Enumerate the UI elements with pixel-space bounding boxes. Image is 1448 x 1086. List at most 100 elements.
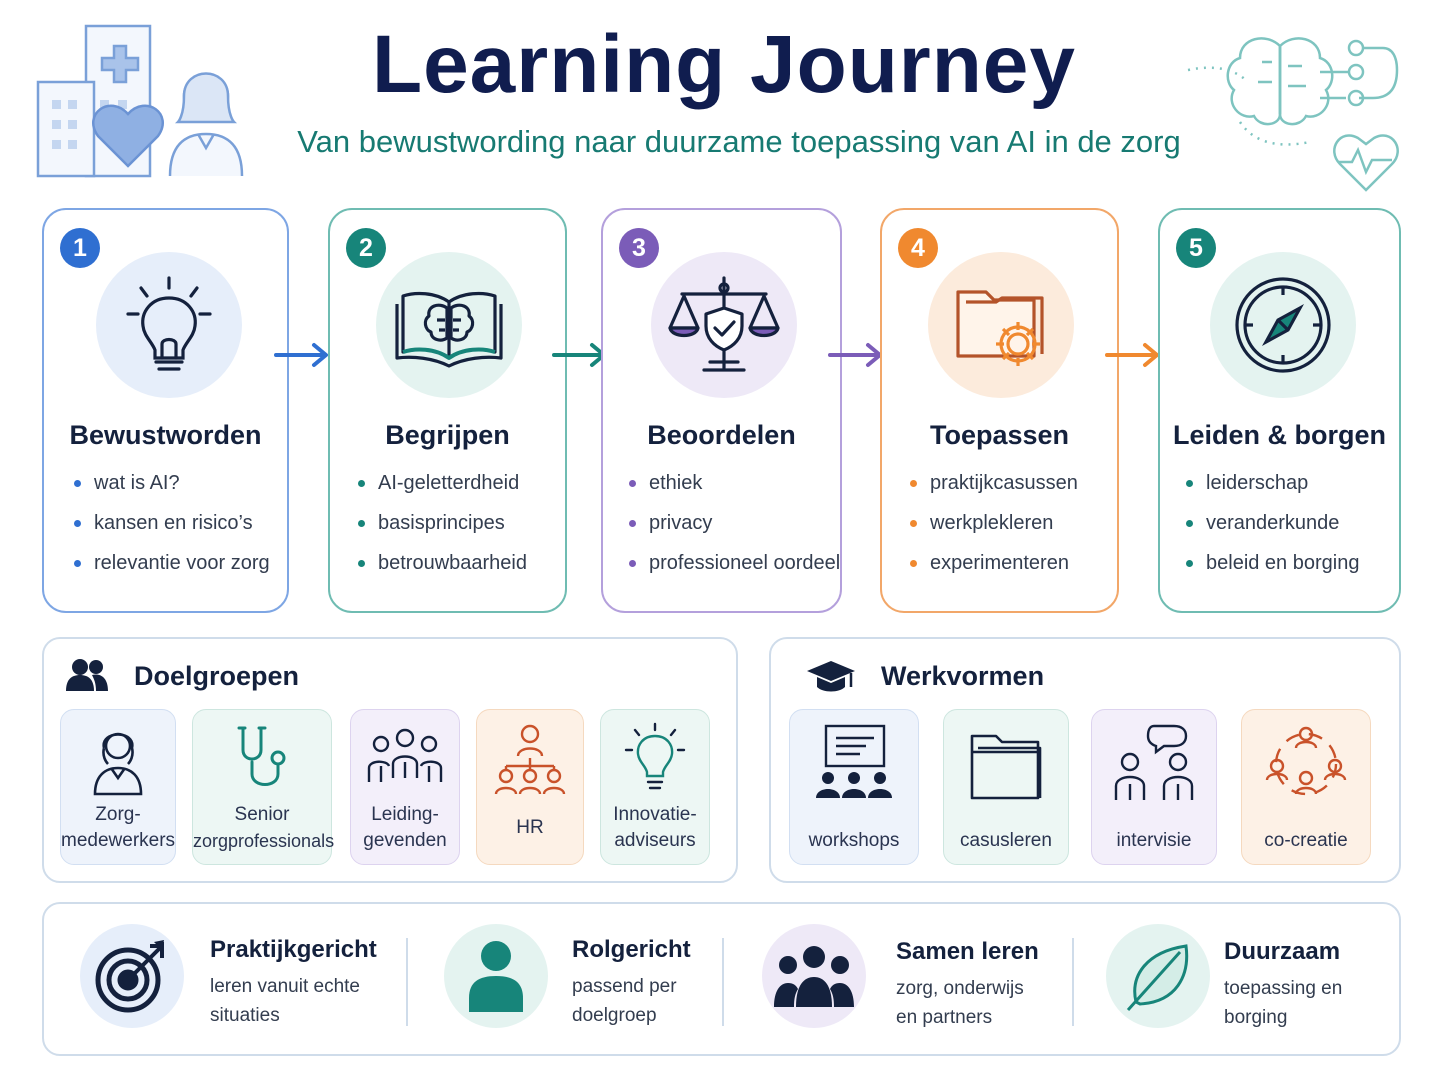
tile-label: intervisie xyxy=(1116,830,1192,851)
tile-label: HR xyxy=(516,817,544,838)
step-5-item: beleid en borging xyxy=(1184,550,1359,590)
tile-label: Senior xyxy=(234,804,290,825)
step-4-item: experimenteren xyxy=(908,550,1078,590)
step-4-item: werkplekleren xyxy=(908,510,1078,550)
step-icon-circle-2 xyxy=(376,252,522,398)
principle-text: borging xyxy=(1224,1007,1288,1028)
step-1-item: relevantie voor zorg xyxy=(72,550,270,590)
principle-text: zorg, onderwijs xyxy=(896,978,1024,999)
arrow-right-icon xyxy=(274,343,328,367)
tile-label: casusleren xyxy=(960,830,1052,851)
step-title-1: Bewustworden xyxy=(69,420,262,450)
werkvorm-tile: workshops xyxy=(789,709,919,865)
step-5-item: leiderschap xyxy=(1184,470,1359,510)
step-title-2: Begrijpen xyxy=(385,420,510,450)
org-chart-icon xyxy=(494,724,566,795)
tile-icon-wrap xyxy=(790,722,918,806)
principle-text: passend per xyxy=(572,976,677,997)
step-icon-circle-3 xyxy=(651,252,797,398)
principles-panel: Praktijkgericht leren vanuit echte situa… xyxy=(42,902,1401,1056)
header-illustration-hospital xyxy=(30,20,260,200)
principle-text: doelgroep xyxy=(572,1005,657,1026)
book-brain-icon xyxy=(395,291,503,368)
step-3-item: professioneel oordeel xyxy=(627,550,840,590)
step-badge-3: 3 xyxy=(619,228,659,268)
divider xyxy=(1072,938,1074,1026)
tile-label: Zorg- xyxy=(95,804,141,825)
werkvormen-title: Werkvormen xyxy=(881,661,1045,691)
step-2-item: betrouwbaarheid xyxy=(356,550,527,590)
step-badge-1: 1 xyxy=(60,228,100,268)
step-4-item: praktijkcasussen xyxy=(908,470,1078,510)
tile-label: Leiding- xyxy=(371,804,439,825)
step-5-item: veranderkunde xyxy=(1184,510,1359,550)
step-3-item: privacy xyxy=(627,510,840,550)
tile-label: gevenden xyxy=(363,830,447,851)
step-badge-4: 4 xyxy=(898,228,938,268)
tile-label: medewerkers xyxy=(61,830,176,851)
step-icon-circle-5 xyxy=(1210,252,1356,398)
step-card-5: 5 Leiden & borgen leiderschap veranderku… xyxy=(1158,208,1401,613)
doelgroepen-panel: Doelgroepen Zorg- medewerkers Senior zor… xyxy=(42,637,738,883)
arrow-right-icon xyxy=(1105,343,1159,367)
werkvormen-panel: Werkvormen workshops casusleren xyxy=(769,637,1401,883)
doelgroep-tile: Senior zorgprofessionals xyxy=(192,709,335,865)
principle-title: Duurzaam xyxy=(1224,938,1341,965)
principle-icon-circle xyxy=(80,924,184,1028)
tile-icon-wrap xyxy=(193,722,331,798)
step-badge-2: 2 xyxy=(346,228,386,268)
step-title-4: Toepassen xyxy=(929,420,1070,450)
step-icon-circle-4 xyxy=(928,252,1074,398)
principle-title: Rolgericht xyxy=(572,936,691,963)
step-title-5: Leiden & borgen xyxy=(1172,420,1386,450)
tile-icon-wrap xyxy=(944,722,1068,806)
step-1-item: kansen en risico’s xyxy=(72,510,270,550)
group-icon xyxy=(774,946,854,1007)
principle-title: Praktijkgericht xyxy=(210,936,377,963)
step-card-1: 1 Bewustworden wat is AI? kansen en risi… xyxy=(42,208,289,613)
compass-icon xyxy=(1235,277,1331,373)
nurse-icon xyxy=(93,732,143,796)
step-3-item: ethiek xyxy=(627,470,840,510)
principle-text: leren vanuit echte xyxy=(210,976,360,997)
werkvorm-tile: intervisie xyxy=(1091,709,1217,865)
step-2-item: basisprincipes xyxy=(356,510,527,550)
tile-icon-wrap xyxy=(351,722,459,798)
step-badge-5: 5 xyxy=(1176,228,1216,268)
doelgroep-tile: Zorg- medewerkers xyxy=(60,709,176,865)
page-title: Learning Journey xyxy=(371,19,1077,110)
stethoscope-icon xyxy=(237,726,286,786)
header-illustration-brain-heart xyxy=(1180,22,1420,202)
tile-label: zorgprofessionals xyxy=(193,831,335,851)
folder-icon xyxy=(970,734,1042,800)
doelgroep-tile: Innovatie- adviseurs xyxy=(600,709,710,865)
step-2-item: AI-geletterdheid xyxy=(356,470,527,510)
tile-icon-wrap xyxy=(477,722,583,798)
leaf-icon xyxy=(1126,944,1189,1012)
doelgroep-tile: Leiding- gevenden xyxy=(350,709,460,865)
doelgroepen-title: Doelgroepen xyxy=(134,661,300,691)
step-card-4: 4 Toepassen praktijkcasussen werkplekler… xyxy=(880,208,1119,613)
tile-label: workshops xyxy=(808,830,900,851)
arrow-right-icon xyxy=(828,343,882,367)
principle-icon-circle xyxy=(444,924,548,1028)
team-icon xyxy=(367,728,443,782)
graduation-cap-icon xyxy=(807,661,855,692)
werkvorm-tile: co-creatie xyxy=(1241,709,1371,865)
tile-icon-wrap xyxy=(61,722,175,798)
person-icon xyxy=(469,941,523,1012)
principle-icon-circle xyxy=(1106,924,1210,1028)
folder-gear-icon xyxy=(956,290,1044,366)
target-icon xyxy=(95,940,164,1013)
doelgroep-tile: HR xyxy=(476,709,584,865)
step-icon-circle-1 xyxy=(96,252,242,398)
principle-title: Samen leren xyxy=(896,938,1039,965)
step-title-3: Beoordelen xyxy=(647,420,796,450)
divider xyxy=(406,938,408,1026)
users-icon xyxy=(66,659,108,691)
discussion-icon xyxy=(1114,724,1194,800)
page-subtitle: Van bewustwording naar duurzame toepassi… xyxy=(297,124,1181,159)
principle-text: en partners xyxy=(896,1007,993,1028)
scales-shield-icon xyxy=(668,276,780,372)
principle-text: situaties xyxy=(210,1005,280,1026)
